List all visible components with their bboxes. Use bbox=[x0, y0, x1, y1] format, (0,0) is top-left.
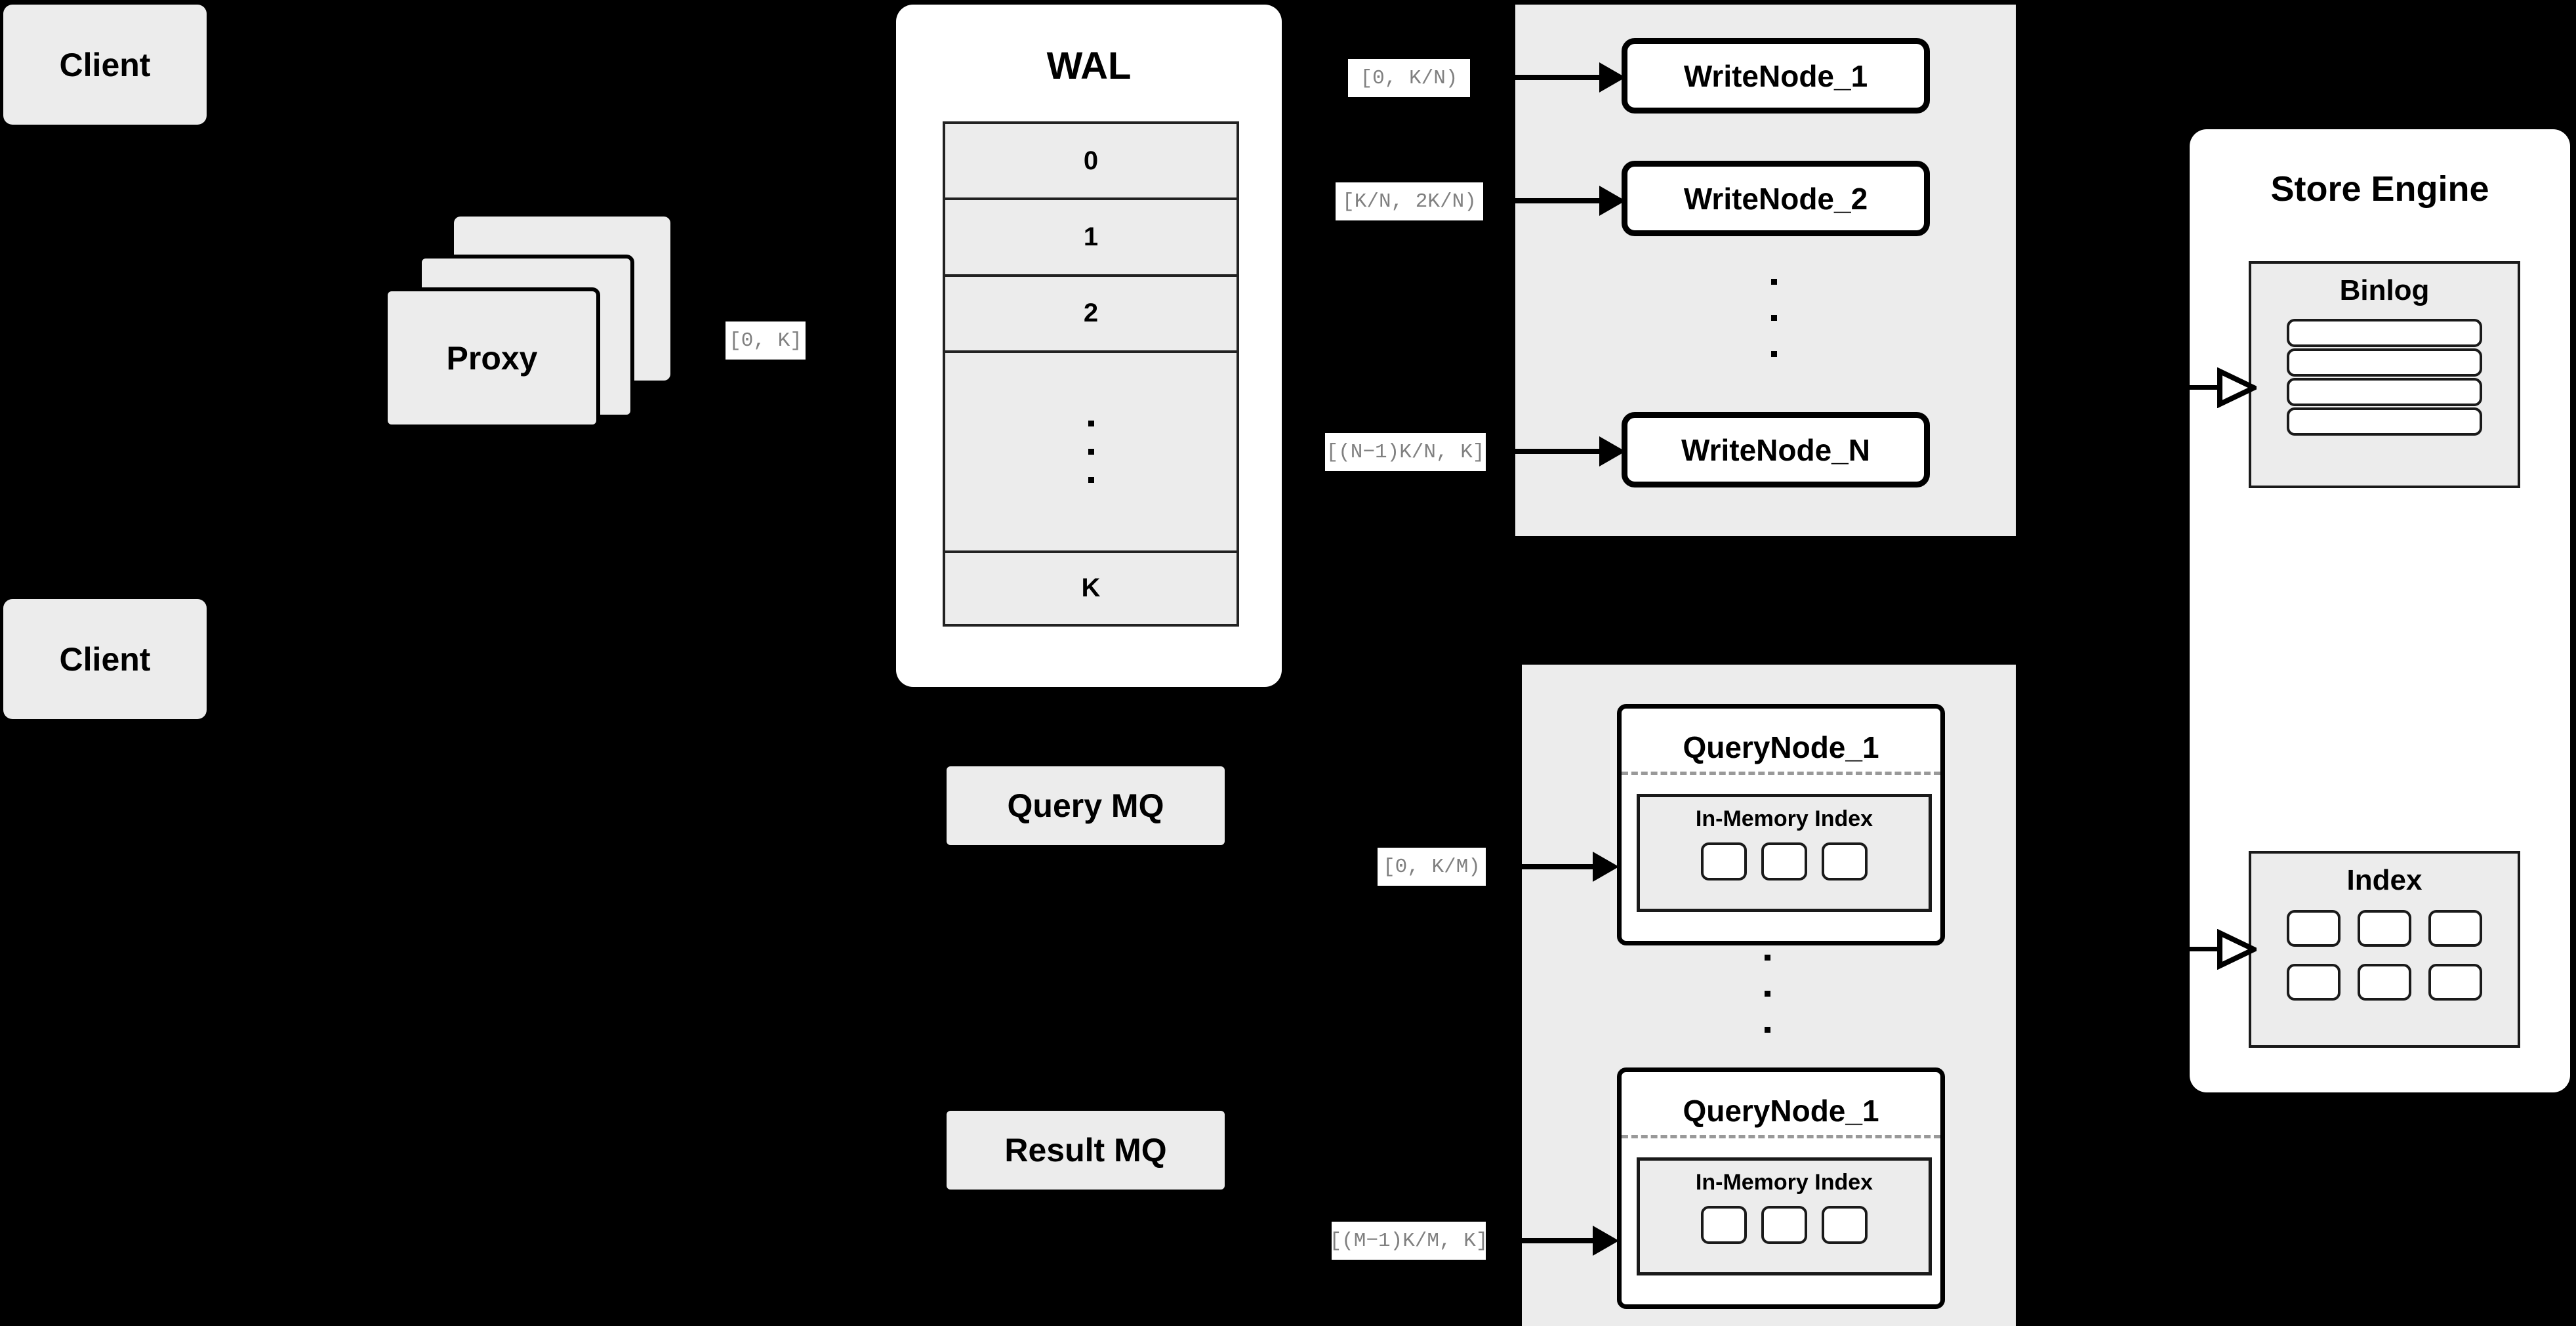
binlog-bar bbox=[2287, 319, 2482, 347]
query-node-1-inmemory-index: In-Memory Index bbox=[1637, 794, 1932, 912]
write-range-text: [0, K/N) bbox=[1360, 66, 1458, 90]
wal-row-1: 1 bbox=[945, 200, 1237, 277]
query-node-2-inmemory-index: In-Memory Index bbox=[1637, 1157, 1932, 1275]
write-range-label-2: [K/N, 2K/N) bbox=[1336, 182, 1483, 220]
result-mq-label: Result MQ bbox=[1004, 1132, 1167, 1169]
query-arrow-line-1 bbox=[1522, 864, 1594, 869]
in-memory-index-title: In-Memory Index bbox=[1695, 1170, 1873, 1195]
edge-label-proxy-to-wal: [0, K] bbox=[726, 321, 806, 360]
query-cluster-ellipsis bbox=[1765, 955, 1770, 1033]
ellipsis-dot bbox=[1088, 420, 1094, 426]
in-memory-index-title: In-Memory Index bbox=[1695, 806, 1873, 831]
index-cell bbox=[1761, 842, 1807, 881]
query-node-label: QueryNode_1 bbox=[1683, 1094, 1879, 1128]
index-cell bbox=[1701, 1206, 1747, 1244]
query-arrow-head-1 bbox=[1593, 852, 1619, 882]
index-cell bbox=[1822, 842, 1868, 881]
wal-row-k: K bbox=[1081, 573, 1101, 603]
ellipsis-dot bbox=[1088, 476, 1094, 483]
store-index-box: Index bbox=[2249, 851, 2520, 1048]
write-cluster-ellipsis bbox=[1771, 279, 1777, 357]
ellipsis-dot bbox=[1765, 955, 1770, 961]
binlog-bar bbox=[2287, 407, 2482, 436]
write-node-n[interactable]: WriteNode_N bbox=[1622, 412, 1930, 487]
query-range-text: [(M−1)K/M, K] bbox=[1329, 1229, 1488, 1253]
write-node-label: WriteNode_2 bbox=[1683, 181, 1868, 216]
binlog-arrow-head-icon bbox=[2217, 367, 2257, 408]
ellipsis-dot bbox=[1765, 1027, 1770, 1033]
wal-title: WAL bbox=[1046, 45, 1132, 87]
ellipsis-dot bbox=[1771, 351, 1777, 357]
write-arrow-head-n bbox=[1599, 436, 1625, 466]
binlog-arrow-line bbox=[2190, 385, 2220, 390]
query-range-label-1: [0, K/M) bbox=[1378, 848, 1486, 886]
client-label: Client bbox=[59, 640, 151, 678]
write-range-label-1: [0, K/N) bbox=[1348, 59, 1470, 97]
binlog-box: Binlog bbox=[2249, 261, 2520, 488]
wal-row-ellipsis bbox=[945, 353, 1237, 553]
write-arrow-line-2 bbox=[1515, 198, 1601, 203]
binlog-bar bbox=[2287, 348, 2482, 377]
index-cell bbox=[1761, 1206, 1807, 1244]
wal-row-2: 2 bbox=[945, 277, 1237, 354]
query-mq-label: Query MQ bbox=[1007, 787, 1164, 824]
query-arrow-line-2 bbox=[1522, 1238, 1594, 1243]
client-label: Client bbox=[59, 46, 151, 83]
index-cell bbox=[1701, 842, 1747, 881]
client-box-2[interactable]: Client bbox=[3, 599, 207, 719]
ellipsis-dot bbox=[1765, 991, 1770, 997]
write-range-label-n: [(N−1)K/N, K] bbox=[1325, 433, 1486, 471]
index-cell bbox=[2287, 964, 2341, 1001]
ellipsis-dot bbox=[1088, 448, 1094, 455]
index-cell bbox=[2358, 910, 2411, 947]
ellipsis-dot bbox=[1771, 315, 1777, 321]
write-arrow-head-2 bbox=[1599, 186, 1625, 216]
query-range-label-2: [(M−1)K/M, K] bbox=[1329, 1222, 1488, 1260]
result-mq-box[interactable]: Result MQ bbox=[947, 1111, 1225, 1190]
index-cell bbox=[2287, 910, 2341, 947]
binlog-title: Binlog bbox=[2339, 274, 2430, 306]
index-cell bbox=[2428, 964, 2482, 1001]
proxy-label: Proxy bbox=[446, 339, 538, 377]
index-cell bbox=[2428, 910, 2482, 947]
write-node-label: WriteNode_1 bbox=[1683, 58, 1868, 93]
edge-label-text: [0, K] bbox=[729, 329, 802, 352]
client-box-1[interactable]: Client bbox=[3, 5, 207, 125]
write-node-label: WriteNode_N bbox=[1681, 432, 1870, 467]
proxy-card-front[interactable]: Proxy bbox=[384, 287, 600, 428]
binlog-bar bbox=[2287, 378, 2482, 406]
wal-table-body: 0 1 2 K bbox=[943, 121, 1239, 627]
store-engine-title: Store Engine bbox=[2270, 169, 2489, 209]
store-index-title: Index bbox=[2346, 864, 2423, 896]
wal-row-0: 0 bbox=[945, 124, 1237, 201]
query-node-2-separator bbox=[1622, 1135, 1940, 1138]
index-arrow-head-icon bbox=[2217, 929, 2257, 970]
index-cell bbox=[2358, 964, 2411, 1001]
write-range-text: [(N−1)K/N, K] bbox=[1326, 440, 1485, 464]
query-range-text: [0, K/M) bbox=[1383, 855, 1481, 879]
query-mq-box[interactable]: Query MQ bbox=[947, 766, 1225, 845]
write-arrow-line-1 bbox=[1515, 75, 1601, 80]
query-node-label: QueryNode_1 bbox=[1683, 730, 1879, 764]
index-cell bbox=[1822, 1206, 1868, 1244]
ellipsis-dot bbox=[1771, 279, 1777, 285]
index-arrow-line bbox=[2190, 947, 2220, 951]
write-arrow-line-n bbox=[1515, 449, 1601, 454]
write-node-1[interactable]: WriteNode_1 bbox=[1622, 38, 1930, 114]
write-arrow-head-1 bbox=[1599, 62, 1625, 93]
write-range-text: [K/N, 2K/N) bbox=[1342, 190, 1477, 213]
query-arrow-head-2 bbox=[1593, 1226, 1619, 1256]
query-node-1-separator bbox=[1622, 772, 1940, 775]
write-node-2[interactable]: WriteNode_2 bbox=[1622, 161, 1930, 236]
